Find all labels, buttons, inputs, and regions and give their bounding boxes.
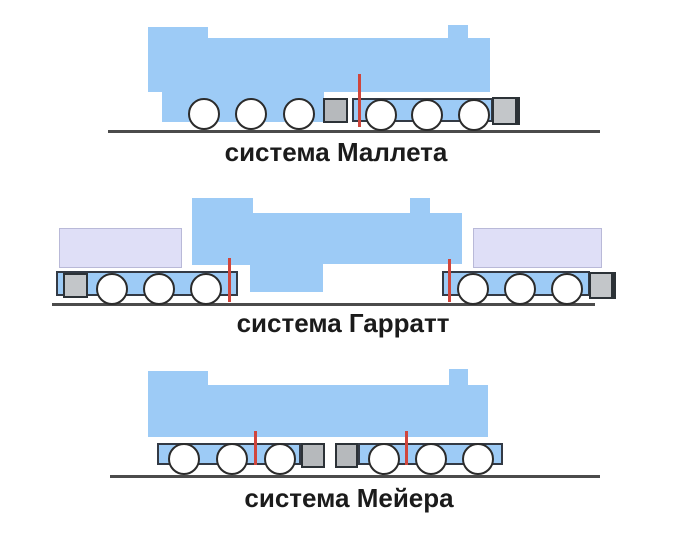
mallet-wheel: [235, 98, 267, 130]
meyer-wheel: [415, 443, 447, 475]
meyer-wheel: [216, 443, 248, 475]
garratt-front-tank-shape: [59, 228, 182, 268]
meyer-wheel: [462, 443, 494, 475]
meyer-boiler-shape: [208, 385, 488, 437]
garratt-wheel: [190, 273, 222, 305]
garratt-wheel: [457, 273, 489, 305]
mallet-wheel: [365, 99, 397, 131]
meyer-front-cylinder-block: [301, 443, 325, 468]
meyer-wheel: [368, 443, 400, 475]
meyer-wheel: [264, 443, 296, 475]
meyer-wheel: [168, 443, 200, 475]
garratt-boiler-shape: [253, 213, 462, 264]
garratt-front-buffer-block: [63, 273, 88, 298]
garratt-front-pivot-line: [228, 258, 231, 302]
meyer-rear-cylinder-block: [335, 443, 358, 468]
mallet-wheel: [458, 99, 490, 131]
garratt-rail-line: [52, 303, 595, 306]
garratt-rear-pivot-line: [448, 259, 451, 302]
mallet-wheel: [411, 99, 443, 131]
garratt-rear-tank-shape: [473, 228, 602, 268]
meyer-chimney-shape: [449, 369, 468, 385]
meyer-front-pivot-line: [254, 431, 257, 465]
mallet-cab-shape: [148, 27, 208, 92]
mallet-wheel: [283, 98, 315, 130]
mallet-chimney-shape: [448, 25, 468, 40]
meyer-rail-line: [110, 475, 600, 478]
garratt-wheel: [96, 273, 128, 305]
mallet-cylinder-block: [323, 98, 348, 123]
mallet-caption: система Маллета: [224, 137, 448, 167]
garratt-chimney-shape: [410, 198, 430, 214]
garratt-firebox-shape: [250, 263, 323, 292]
garratt-wheel: [143, 273, 175, 305]
garratt-wheel: [504, 273, 536, 305]
garratt-rear-buffer-block: [589, 272, 616, 299]
mallet-rail-line: [108, 130, 600, 133]
garratt-caption: система Гарратт: [236, 308, 450, 338]
garratt-wheel: [551, 273, 583, 305]
garratt-cab-shape: [192, 198, 253, 265]
meyer-caption: система Мейера: [244, 483, 454, 513]
mallet-wheel: [188, 98, 220, 130]
meyer-cab-shape: [148, 371, 208, 437]
meyer-rear-pivot-line: [405, 431, 408, 465]
mallet-boiler-shape: [208, 38, 490, 92]
mallet-pivot-line: [358, 74, 361, 127]
mallet-rear-buffer-block: [492, 97, 520, 125]
